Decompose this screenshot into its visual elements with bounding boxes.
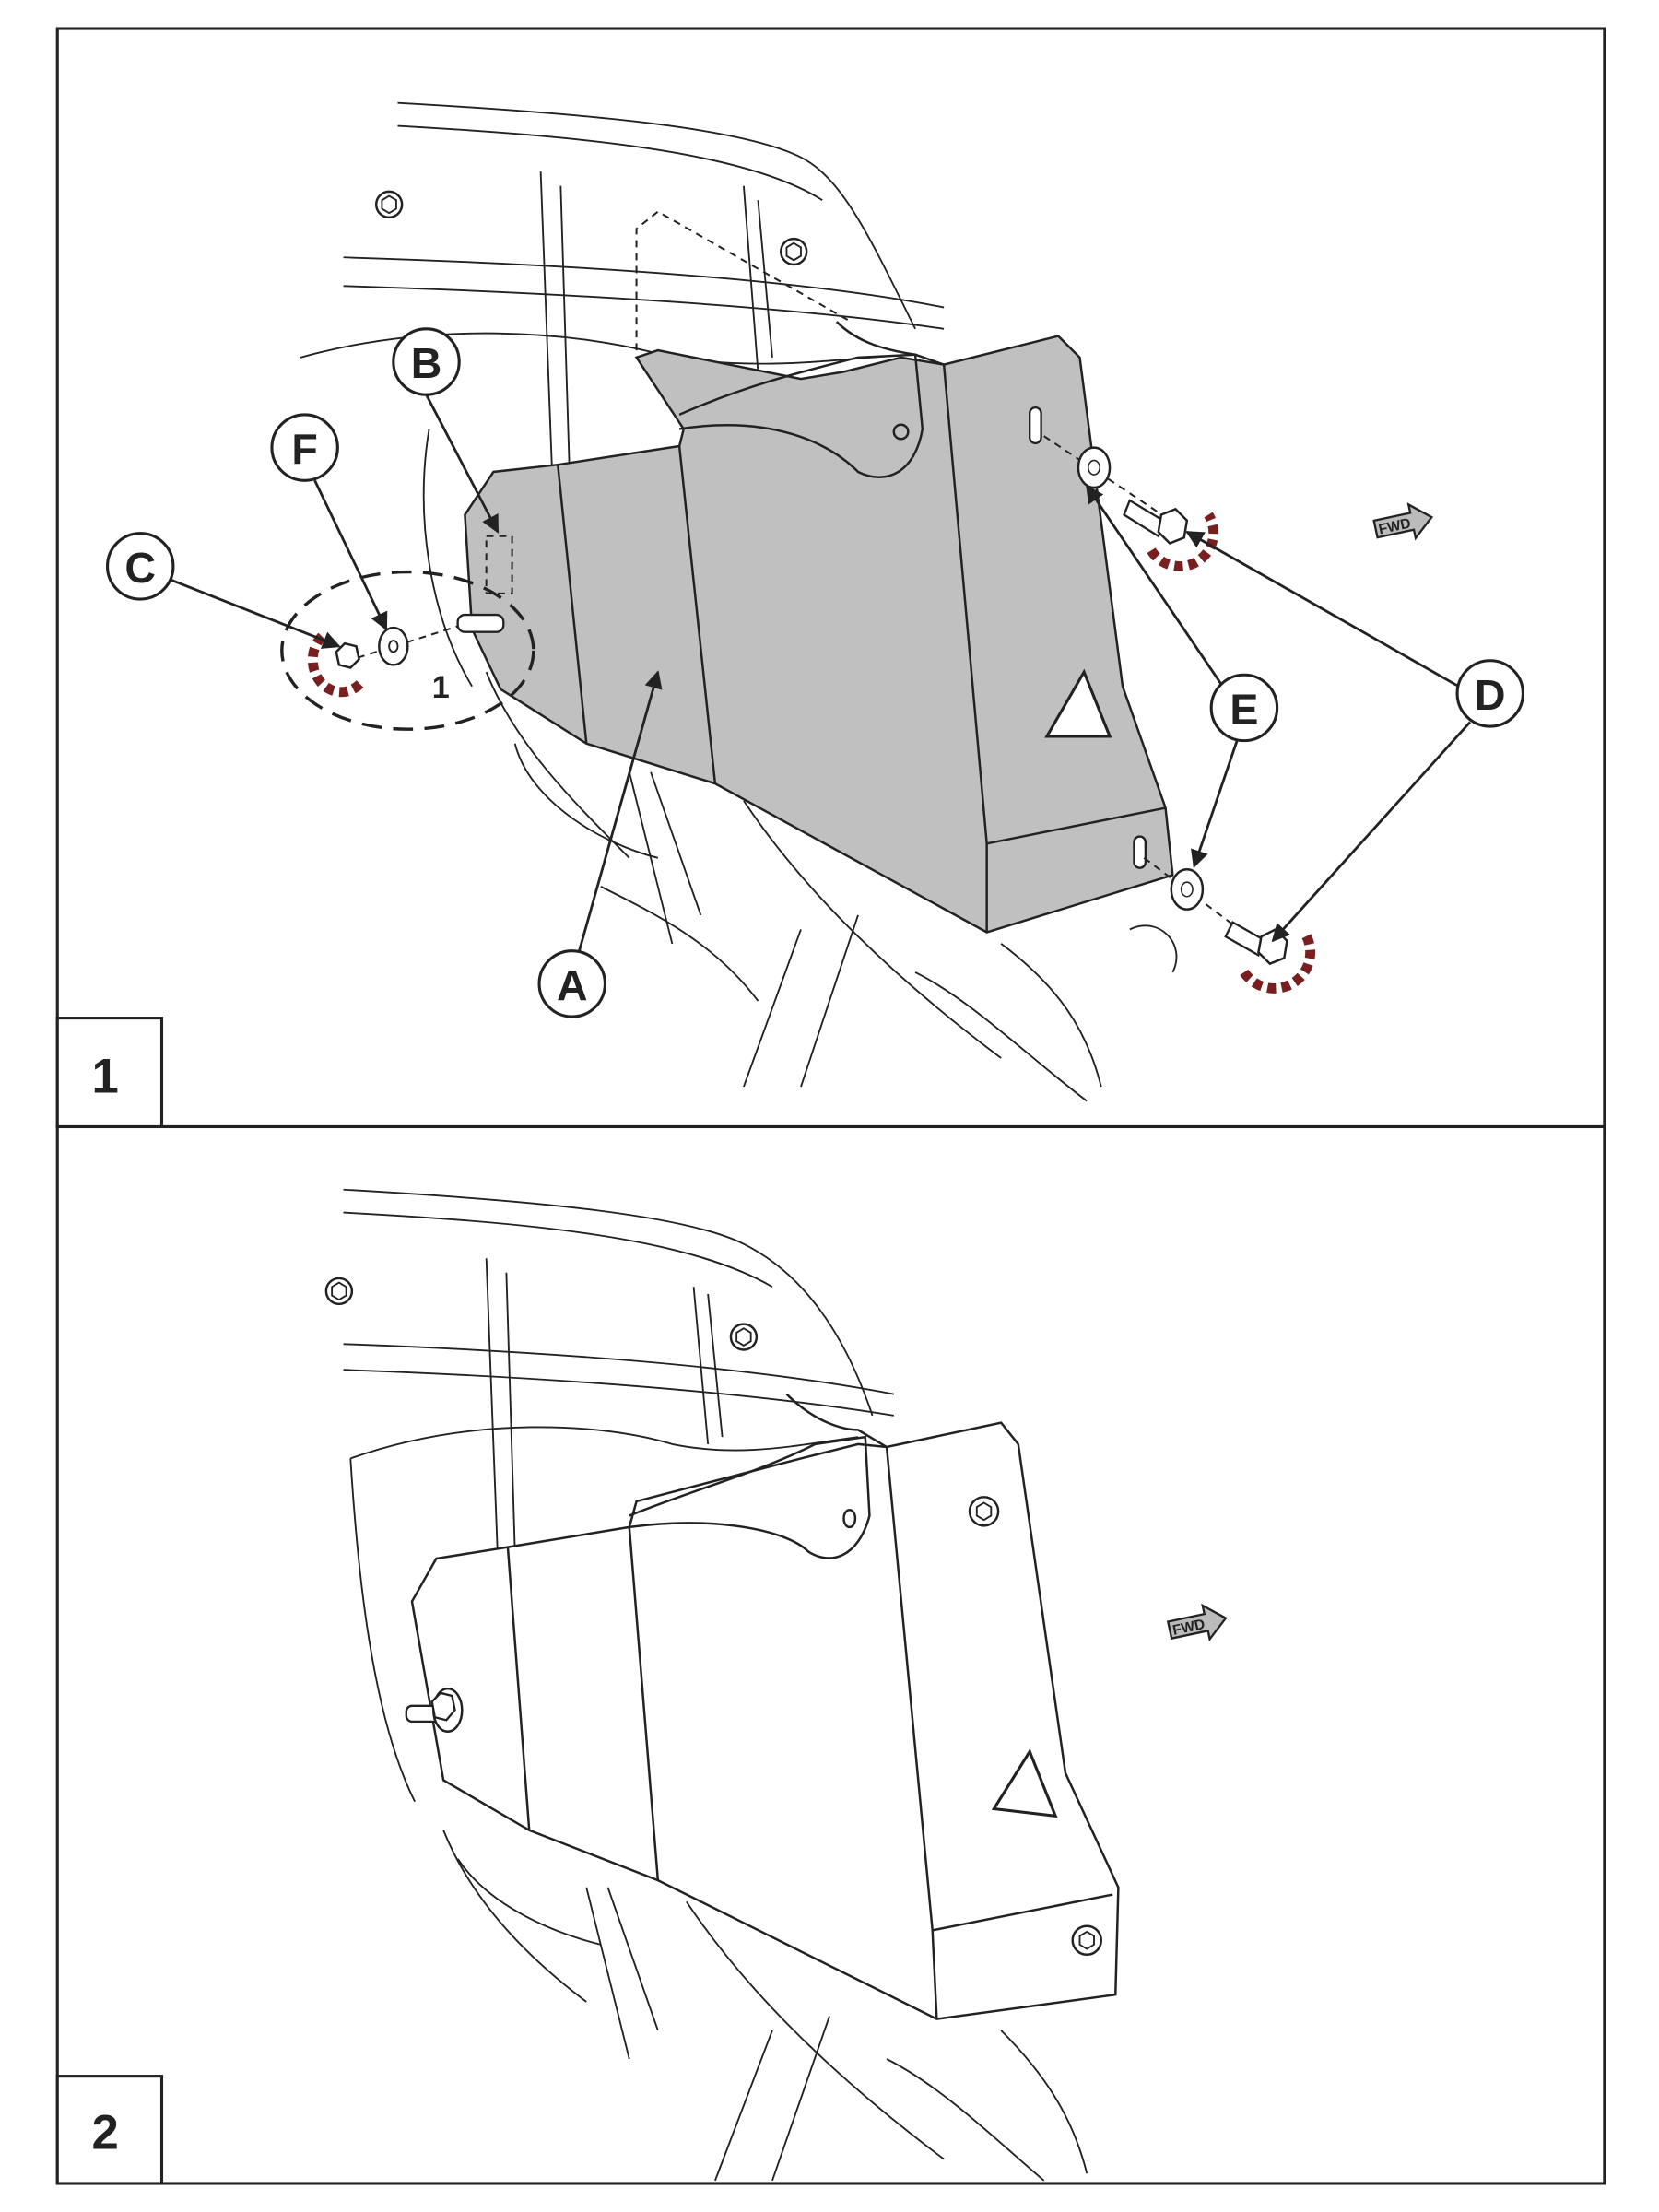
frame-bolt-icon [729,1323,759,1351]
washer-f [378,626,409,666]
frame-bolt-icon [780,237,808,266]
vehicle-frame-outline [343,1188,1088,2182]
svg-text:F: F [291,425,317,473]
svg-text:A: A [557,961,588,1009]
installed-nut-icon [405,1687,464,1733]
callout-f: F [270,413,339,482]
svg-text:D: D [1475,671,1506,719]
skid-plate-a [464,321,1174,934]
callout-d: D [1455,659,1524,728]
svg-text:B: B [411,339,442,387]
frame-bolt-icon [324,1277,354,1306]
step-number: 1 [91,1049,118,1103]
hidden-edge [635,210,852,351]
mounting-stud [456,613,505,633]
step-number-box [55,2075,164,2185]
callout-a: A [537,949,606,1018]
step-number: 2 [91,2106,118,2160]
sub-step-label: 1 [432,670,450,705]
svg-text:FWD: FWD [1377,515,1412,537]
installed-skid-plate [405,1393,1120,2020]
svg-text:FWD: FWD [1171,1617,1206,1639]
nut-c [307,632,365,698]
svg-text:E: E [1230,685,1258,733]
step-1-panel: 1 B F C E [55,27,1606,1129]
forward-arrow-icon: FWD [1166,1603,1228,1642]
callout-c: C [105,532,175,601]
step-number-box [55,1017,164,1129]
callout-e: E [1209,673,1279,743]
washer-e-upper [1077,446,1112,489]
installed-bolt-icon [1071,1924,1103,1956]
vehicle-frame-outline [300,101,1178,1102]
svg-text:C: C [124,544,156,592]
bolt-d-upper [1123,499,1219,571]
frame-bolt-icon [374,190,404,219]
step-2-panel: FWD 2 [55,1124,1606,2185]
installed-bolt-icon [968,1496,1000,1527]
bolt-d-lower [1224,921,1315,994]
callout-b: B [392,327,461,396]
forward-arrow-icon: FWD [1372,502,1434,541]
washer-e-lower [1170,868,1205,911]
